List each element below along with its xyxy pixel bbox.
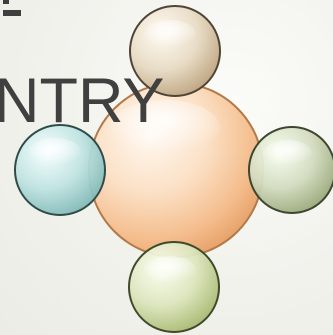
right-satellite-bubble bbox=[249, 127, 333, 213]
bottom-satellite-bubble bbox=[129, 242, 219, 332]
slide-heading-fragment: NTRY bbox=[0, 70, 164, 133]
left-satellite-bubble bbox=[15, 125, 105, 215]
